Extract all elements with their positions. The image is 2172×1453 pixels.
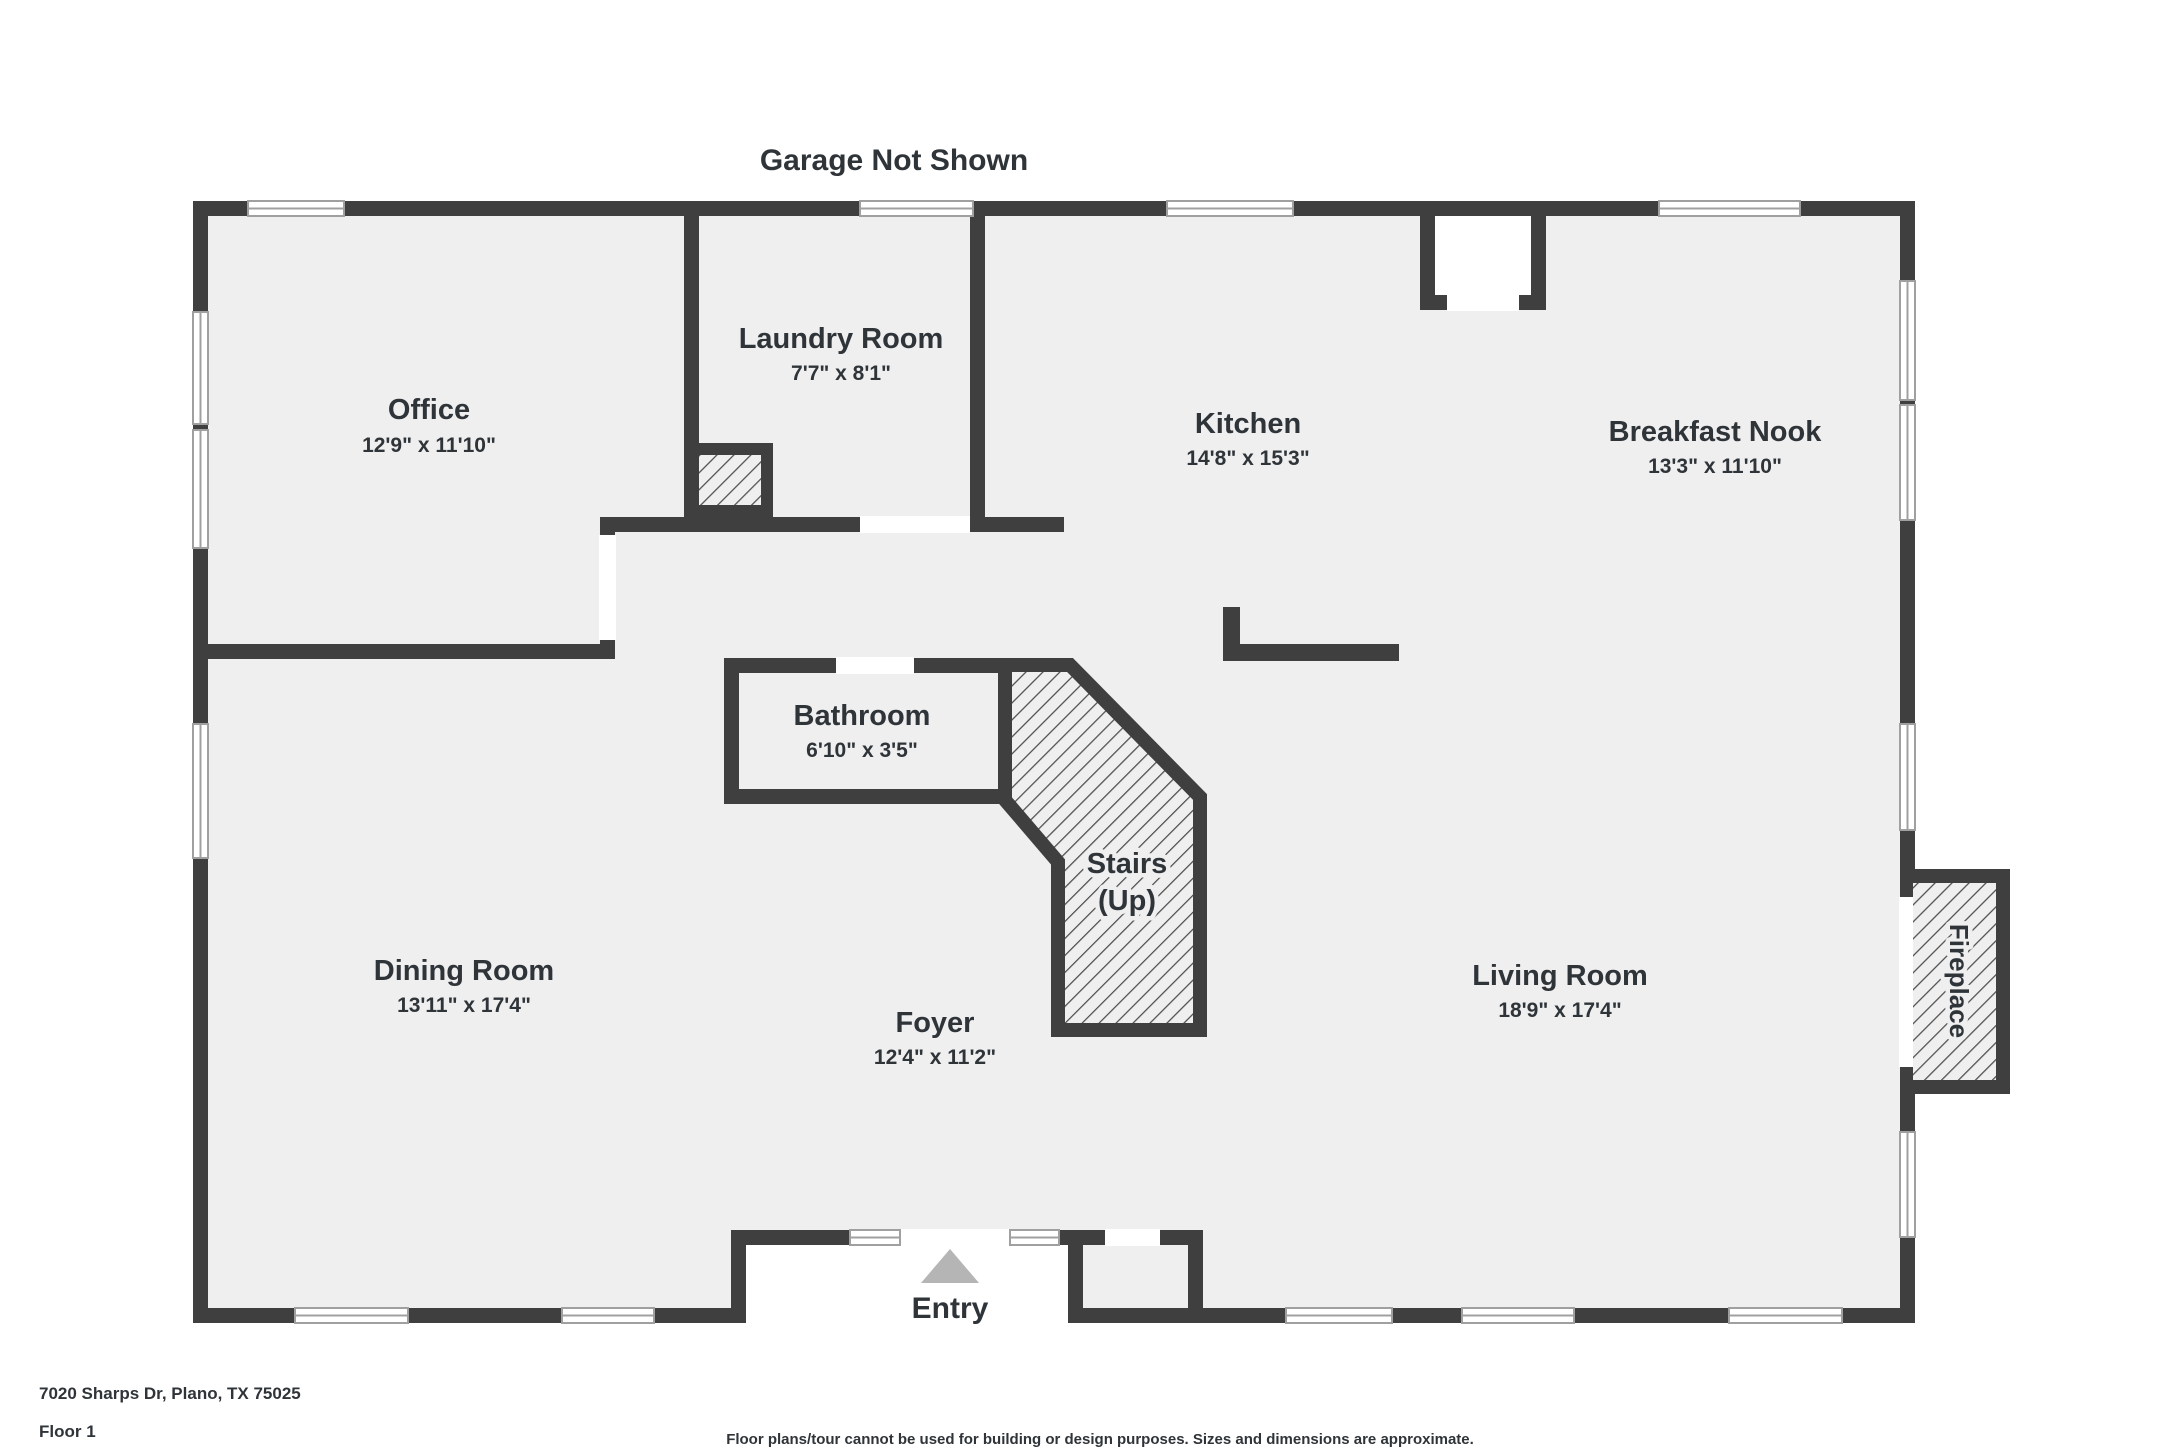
window [247, 200, 345, 217]
window [294, 1307, 409, 1324]
room-label-laundry: Laundry Room [739, 323, 944, 355]
window [1899, 723, 1916, 831]
footer: 7020 Sharps Dr, Plano, TX 75025 Floor 1 … [39, 1384, 1474, 1448]
wall [724, 789, 1010, 804]
wall [193, 1308, 746, 1323]
wall [1913, 1080, 2010, 1094]
room-label-bathroom: Bathroom [794, 700, 931, 732]
wall [970, 201, 985, 532]
window [1009, 1229, 1060, 1246]
window [1461, 1307, 1575, 1324]
wall [1188, 1230, 1203, 1323]
room-dims-foyer: 12'4" x 11'2" [874, 1046, 996, 1069]
wall [1913, 869, 2010, 883]
fireplace-label: Fireplace [1944, 924, 1974, 1038]
room-dims-dining: 13'11" x 17'4" [397, 994, 531, 1017]
windows [192, 200, 1916, 1324]
room-dims-office: 12'9" x 11'10" [362, 434, 496, 457]
stairs-hatch [998, 658, 1207, 1037]
room-label-dining: Dining Room [374, 955, 554, 987]
window [849, 1229, 901, 1246]
entry-arrow-icon [921, 1249, 979, 1283]
window [859, 200, 974, 217]
wall [1068, 1230, 1083, 1323]
hatched-features [684, 443, 1207, 1037]
window [1899, 280, 1916, 401]
wall [600, 517, 1064, 532]
room-dims-kitchen: 14'8" x 15'3" [1186, 447, 1309, 470]
room-label-breakfast: Breakfast Nook [1609, 416, 1823, 448]
wall [1531, 201, 1546, 310]
room-dims-laundry: 7'7" x 8'1" [791, 362, 891, 385]
door-opening [860, 516, 970, 533]
wall [724, 658, 739, 804]
window [561, 1307, 655, 1324]
fireplace: Fireplace [1913, 869, 2010, 1094]
room-label-foyer: Foyer [896, 1007, 975, 1039]
entry-recess-cutout [746, 1245, 1068, 1323]
disclaimer-text: Floor plans/tour cannot be used for buil… [726, 1431, 1474, 1448]
floor-label: Floor 1 [39, 1422, 96, 1441]
door-openings [599, 294, 1916, 1246]
window [192, 723, 209, 859]
door-opening [836, 657, 914, 674]
wall [731, 1230, 746, 1323]
window [192, 429, 209, 549]
room-dims-living: 18'9" x 17'4" [1498, 999, 1621, 1022]
wall [1420, 201, 1435, 310]
door-opening [1447, 294, 1519, 311]
stairs-label-line1: Stairs [1087, 848, 1168, 880]
window [1658, 200, 1801, 217]
laundry-closet-hatch [684, 443, 773, 517]
address-text: 7020 Sharps Dr, Plano, TX 75025 [39, 1384, 301, 1403]
wall [193, 644, 615, 659]
window [1166, 200, 1294, 217]
door-opening [599, 535, 616, 640]
wall [1223, 644, 1399, 661]
wall [684, 201, 699, 532]
door-opening [1105, 1229, 1160, 1246]
window [192, 311, 209, 425]
room-label-office: Office [388, 394, 470, 426]
wall [193, 201, 1915, 216]
fireplace-hatch [1913, 883, 1996, 1080]
wall [1996, 869, 2010, 1094]
entry-label: Entry [912, 1292, 989, 1325]
room-dims-breakfast: 13'3" x 11'10" [1648, 455, 1782, 478]
room-label-living: Living Room [1472, 960, 1648, 992]
front-door-opening [900, 1229, 1010, 1246]
window [1899, 1131, 1916, 1238]
labels: Garage Not Shown Office 12'9" x 11'10" L… [362, 144, 1822, 1325]
fireplace-opening [1899, 897, 1916, 1067]
window [1899, 404, 1916, 521]
stairs-label-line2: (Up) [1098, 885, 1156, 917]
room-label-kitchen: Kitchen [1195, 408, 1301, 440]
plan-title: Garage Not Shown [760, 144, 1028, 177]
window [1728, 1307, 1843, 1324]
room-dims-bathroom: 6'10" x 3'5" [806, 739, 918, 762]
garage-niche-cutout [1435, 216, 1531, 295]
window [1285, 1307, 1393, 1324]
